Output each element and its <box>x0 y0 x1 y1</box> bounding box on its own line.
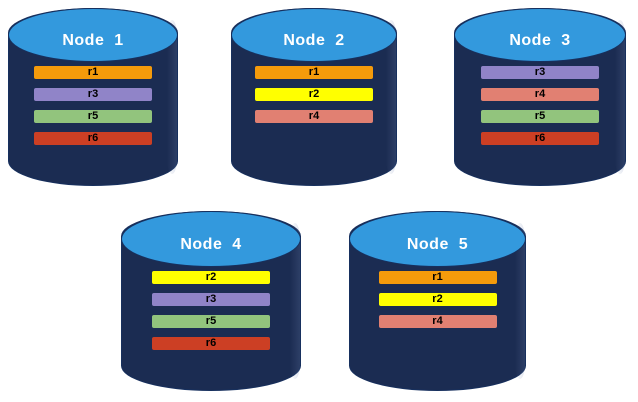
database-node-cylinder[interactable]: Node 1 r1 r3 r5 r6 <box>8 8 178 186</box>
replica-bar[interactable]: r2 <box>152 271 270 284</box>
replica-bar[interactable]: r1 <box>378 271 497 284</box>
cylinder-top-ellipse: Node 3 <box>454 8 626 62</box>
replica-bar[interactable]: r6 <box>152 337 270 350</box>
replica-label: r5 <box>87 110 99 122</box>
replica-bar[interactable]: r1 <box>255 66 373 79</box>
replica-label: r2 <box>432 293 443 305</box>
node-label: Node 2 <box>283 32 345 49</box>
replica-bar[interactable]: r3 <box>152 293 270 306</box>
replica-label: r5 <box>534 110 546 122</box>
node-label: Node 4 <box>180 236 242 253</box>
replica-bar[interactable]: r5 <box>481 110 599 123</box>
replica-bar-list: r2 r3 r5 r6 <box>121 271 301 350</box>
replica-bar[interactable]: r2 <box>378 293 497 306</box>
replica-bar[interactable]: r5 <box>34 110 152 123</box>
node-label: Node 5 <box>406 236 469 253</box>
replica-label: r6 <box>87 132 99 144</box>
replica-bar[interactable]: r4 <box>378 315 497 328</box>
replica-label: r6 <box>534 132 546 144</box>
replica-bar[interactable]: r4 <box>481 88 599 101</box>
replica-label: r3 <box>205 293 217 305</box>
cylinder-top-ellipse: Node 4 <box>121 211 301 267</box>
replica-label: r5 <box>205 315 217 327</box>
replica-bar-list: r1 r3 r5 r6 <box>8 66 178 145</box>
replica-bar[interactable]: r2 <box>255 88 373 101</box>
replica-label: r6 <box>205 337 217 349</box>
replica-label: r1 <box>308 66 320 78</box>
database-node-cylinder[interactable]: Node 2 r1 r2 r4 <box>231 8 397 186</box>
replica-bar[interactable]: r5 <box>152 315 270 328</box>
replica-bar[interactable]: r6 <box>34 132 152 145</box>
cylinder-top-ellipse: Node 5 <box>349 211 526 267</box>
replica-bar[interactable]: r4 <box>255 110 373 123</box>
replica-label: r2 <box>205 271 217 283</box>
replica-label: r4 <box>432 315 443 327</box>
node-label: Node 3 <box>509 32 571 49</box>
replica-label: r1 <box>432 271 443 283</box>
replica-bar[interactable]: r6 <box>481 132 599 145</box>
replica-bar-list: r3 r4 r5 r6 <box>454 66 626 145</box>
replica-bar[interactable]: r3 <box>481 66 599 79</box>
replica-label: r3 <box>87 88 99 100</box>
cylinder-top-ellipse: Node 2 <box>231 8 397 62</box>
replica-bar-list: r1 r2 r4 <box>231 66 397 123</box>
database-node-cylinder[interactable]: Node 5 r1 r2 r4 <box>349 211 526 391</box>
database-node-cylinder[interactable]: Node 4 r2 r3 r5 r6 <box>121 211 301 391</box>
replica-label: r3 <box>534 66 546 78</box>
cylinder-top-ellipse: Node 1 <box>8 8 178 62</box>
replica-bar[interactable]: r1 <box>34 66 152 79</box>
replica-label: r4 <box>534 88 546 100</box>
replica-bar-list: r1 r2 r4 <box>349 271 526 328</box>
replica-label: r1 <box>87 66 99 78</box>
replica-bar[interactable]: r3 <box>34 88 152 101</box>
replica-label: r2 <box>308 88 320 100</box>
database-node-cylinder[interactable]: Node 3 r3 r4 r5 r6 <box>454 8 626 186</box>
replica-label: r4 <box>308 110 320 122</box>
node-label: Node 1 <box>62 32 124 49</box>
